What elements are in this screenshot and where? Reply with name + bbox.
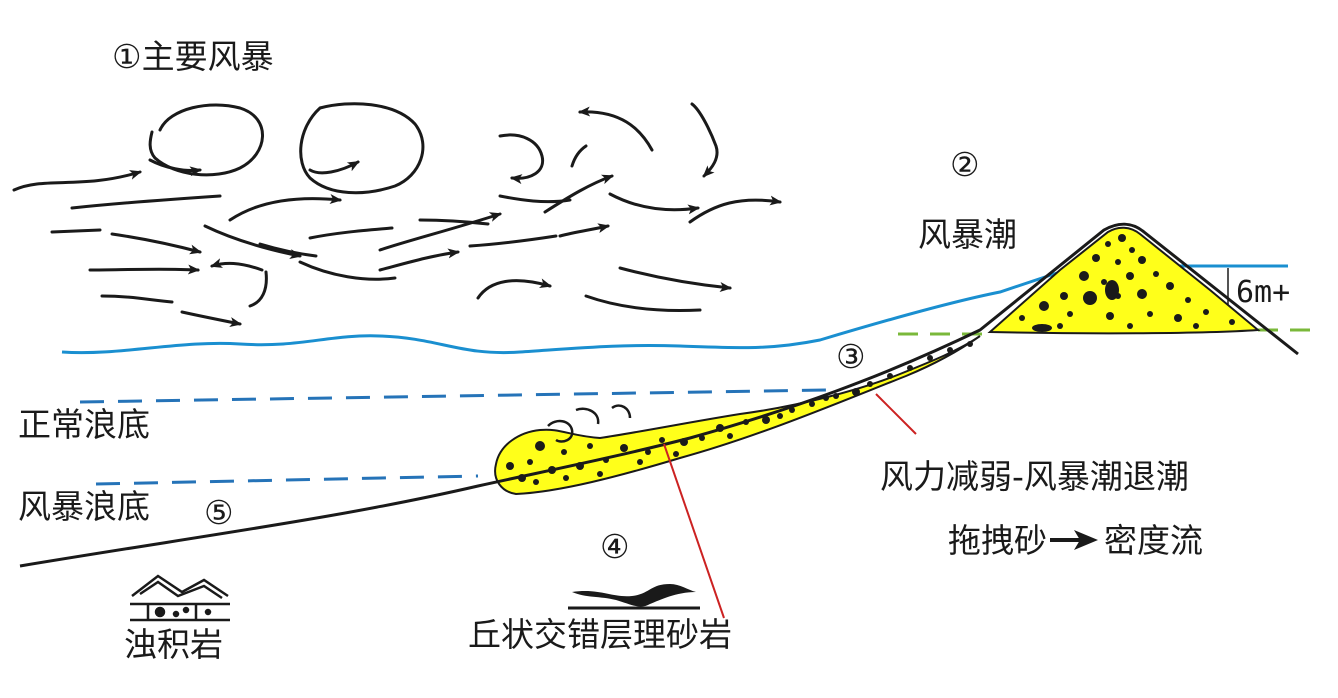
wind-arrow (180, 310, 242, 327)
density-flow-arrow-icon (1050, 530, 1098, 550)
label-drag-sand: 拖拽砂 (948, 521, 1047, 560)
wind-arrow (100, 294, 174, 304)
label-turbidite: 浊积岩 (124, 625, 223, 664)
label-wind-weaken: 风力减弱-风暴潮退潮 (880, 457, 1189, 496)
wind-arrow (543, 174, 614, 214)
barrier-sand-mound (987, 226, 1261, 335)
wind-arrow (578, 106, 654, 152)
wind-curl (498, 133, 545, 185)
storm-wave-base-line (95, 474, 479, 486)
wind-arrow (308, 226, 394, 240)
label-number-5: ⑤ (204, 493, 234, 532)
wind-arrow (688, 195, 782, 224)
hcs-symbol-icon (568, 584, 700, 610)
wind-arrow (210, 258, 264, 272)
normal-wave-base-line (79, 388, 827, 404)
wind-arrow (558, 223, 610, 238)
sand-bodies (494, 226, 1261, 496)
wind-arrow (88, 264, 200, 275)
wind-arrow (70, 194, 222, 210)
turbidite-symbol-icon (130, 574, 230, 622)
wind-arrow (248, 270, 268, 308)
wind-arrow (468, 234, 558, 248)
label-surge-height: 6m+ (1236, 275, 1291, 310)
label-normal-wave-base: 正常浪底 (18, 405, 150, 444)
sea-surface-line (61, 270, 1061, 355)
wind-arrow (50, 228, 200, 252)
wind-arrow (228, 194, 342, 222)
wind-arrow (258, 242, 318, 258)
wind-arrow (618, 266, 732, 292)
wind-arrow (476, 278, 552, 300)
wind-arrow (148, 158, 202, 177)
wind-arrow (298, 260, 397, 281)
wind-arrow (378, 248, 460, 272)
label-storm-surge-number: ② (950, 145, 980, 184)
storm-wind-arrows (12, 102, 782, 327)
wind-arrow (12, 170, 142, 192)
label-density-flow: 密度流 (1104, 521, 1203, 560)
label-hummocky-sandstone: 丘状交错层理砂岩 (468, 615, 732, 654)
sand-grains (506, 234, 1235, 485)
wind-loop (148, 103, 264, 177)
seafloor-profile (19, 222, 1299, 568)
label-main-storm: ①主要风暴 (112, 37, 274, 76)
wind-loop (299, 102, 425, 195)
wind-arrow (308, 160, 360, 175)
wind-arrow (608, 192, 700, 215)
label-number-3: ③ (836, 337, 866, 376)
label-storm-surge: 风暴潮 (918, 215, 1017, 254)
wind-arrow (570, 144, 588, 168)
wind-arrow (418, 218, 490, 226)
wind-arrow (584, 294, 702, 312)
wind-arrow (498, 194, 572, 204)
label-storm-wave-base: 风暴浪底 (18, 487, 150, 526)
pointer-lines (663, 393, 917, 619)
wind-arrow (203, 224, 302, 259)
wind-arrow (378, 212, 502, 252)
label-number-4: ④ (600, 527, 630, 566)
ripple-swirls (547, 404, 632, 443)
wind-arrow (690, 102, 719, 178)
